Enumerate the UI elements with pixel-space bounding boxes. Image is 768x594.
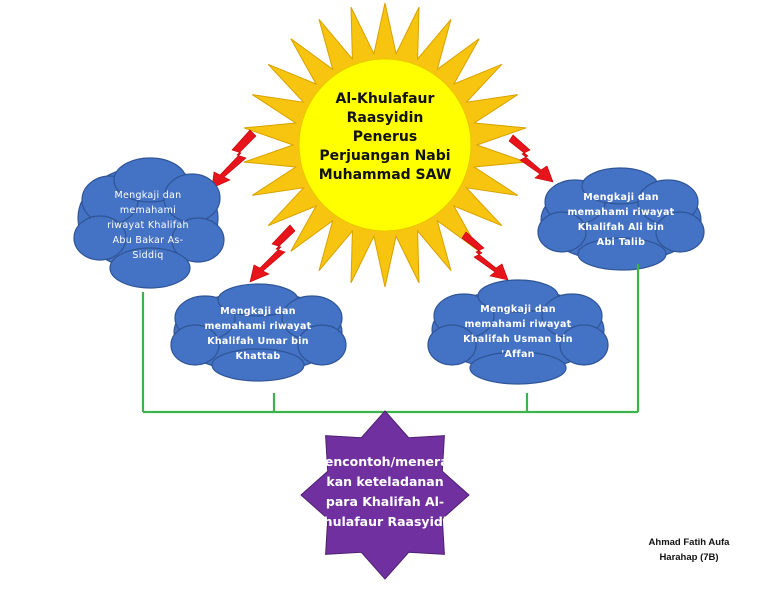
cloud-text-line: Khalifah Usman bin <box>463 334 573 345</box>
sun-title-line: Penerus <box>352 129 418 145</box>
cloud-text-line: Abi Talib <box>596 237 646 248</box>
cloud-ali <box>537 167 705 271</box>
author-line: Ahmad Fatih Aufa <box>648 537 730 548</box>
sun-shape <box>243 2 527 288</box>
cloud-text-line: memahami riwayat <box>567 207 675 218</box>
cloud-abu-bakar-text: Mengkaji dan memahami riwayat Khalifah A… <box>88 188 208 263</box>
cloud-text-line: Mengkaji dan <box>480 304 556 315</box>
cloud-text-line: 'Affan <box>501 349 535 360</box>
connector-bracket <box>141 264 640 414</box>
star-caption: Mencontoh/menerap kan keteladanan para K… <box>305 452 465 532</box>
cloud-umar <box>170 283 347 382</box>
star-caption-line: Mencontoh/menerap <box>312 454 458 469</box>
cloud-ali-text: Mengkaji dan memahami riwayat Khalifah A… <box>556 190 686 250</box>
lightning-bolt-right-lower <box>461 231 509 281</box>
sun-title-line: Muhammad SAW <box>318 167 452 183</box>
cloud-text-line: riwayat Khalifah <box>107 220 189 231</box>
cloud-usman-text: Mengkaji dan memahami riwayat Khalifah U… <box>450 302 586 362</box>
cloud-text-line: Khattab <box>235 351 281 362</box>
sun-core <box>298 58 472 232</box>
author-line: Harahap (7B) <box>659 552 719 563</box>
cloud-abu-bakar <box>73 157 225 289</box>
cloud-text-line: Siddiq <box>132 250 164 261</box>
author-credit: Ahmad Fatih Aufa Harahap (7B) <box>630 535 748 565</box>
cloud-text-line: Mengkaji dan <box>220 306 296 317</box>
lightning-bolt-left-upper <box>211 129 257 189</box>
cloud-text-line: Khalifah Ali bin <box>577 222 665 233</box>
cloud-umar-text: Mengkaji dan memahami riwayat Khalifah U… <box>193 304 323 364</box>
cloud-text-line: Khalifah Umar bin <box>207 336 309 347</box>
lightning-bolt-right-upper <box>508 134 554 183</box>
cloud-usman <box>427 279 609 385</box>
cloud-text-line: memahami <box>119 205 177 216</box>
cloud-text-line: Abu Bakar As- <box>112 235 184 246</box>
lightning-bolt-left-lower <box>249 224 296 283</box>
cloud-text-line: Mengkaji dan <box>114 190 182 201</box>
sun-title-line: Perjuangan Nabi <box>319 148 451 164</box>
purple-star <box>300 410 470 580</box>
sun-title: Al-Khulafaur Raasyidin Penerus Perjuanga… <box>310 90 460 185</box>
star-caption-line: kan keteladanan <box>326 474 444 489</box>
sun-title-line: Al-Khulafaur <box>335 91 435 107</box>
cloud-text-line: memahami riwayat <box>204 321 312 332</box>
star-caption-line: para Khalifah Al- <box>325 494 445 509</box>
cloud-text-line: memahami riwayat <box>464 319 572 330</box>
sun-title-line: Raasyidin <box>346 110 424 126</box>
star-caption-line: Khulafaur Raasyidin <box>314 514 456 529</box>
cloud-text-line: Mengkaji dan <box>583 192 659 203</box>
